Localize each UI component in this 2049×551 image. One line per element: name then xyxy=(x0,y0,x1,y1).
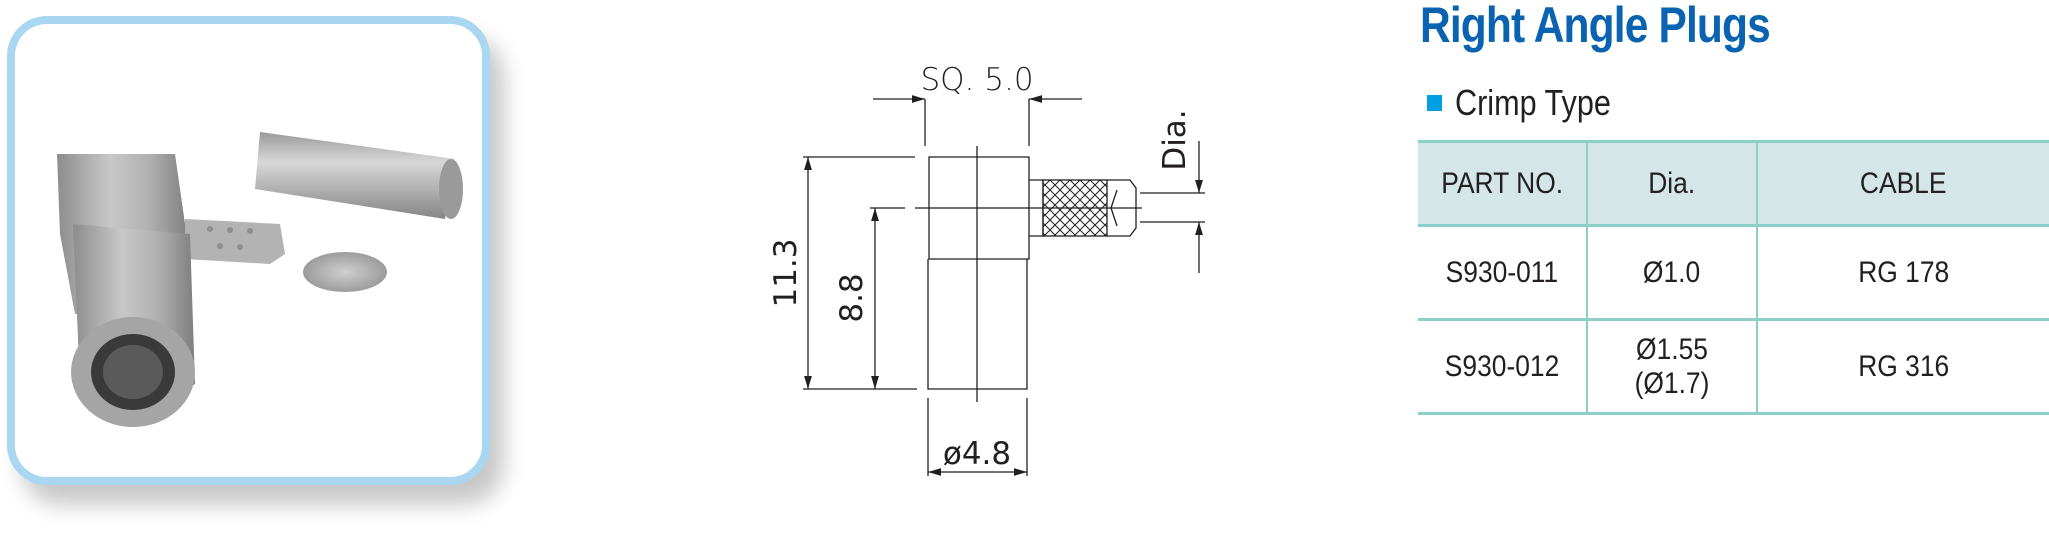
header-label: CABLE xyxy=(1860,166,1947,200)
cell-text: S930-011 xyxy=(1445,255,1559,289)
cell-cable: RG 178 xyxy=(1756,224,2049,321)
diameter-dimension-label: ø4.8 xyxy=(943,436,1011,472)
cell-part-no: S930-011 xyxy=(1418,224,1587,321)
table-row: S930-012 Ø1.55 (Ø1.7) RG 316 xyxy=(1418,318,2049,415)
header-dia: Dia. xyxy=(1586,140,1757,227)
height-dimension-label: 11.3 xyxy=(768,238,804,307)
header-label: PART NO. xyxy=(1441,166,1563,200)
connector-outline xyxy=(927,156,1137,390)
table-header-row: PART NO. Dia. CABLE xyxy=(1418,140,2049,227)
cable-dia-label: Dia. xyxy=(1157,109,1193,170)
section-heading: Crimp Type xyxy=(1427,82,1638,124)
page-title: Right Angle Plugs xyxy=(1420,0,1771,53)
cell-text: RG 316 xyxy=(1858,349,1949,383)
section-heading-text: Crimp Type xyxy=(1455,82,1611,123)
dimension-drawing: SQ. 5.0 11.3 8.8 Dia. ø4.8 xyxy=(768,62,1205,476)
bullet-square-icon xyxy=(1427,95,1442,111)
right-angle-plug-image xyxy=(57,132,463,427)
cell-part-no: S930-012 xyxy=(1418,318,1587,415)
cell-text: S930-012 xyxy=(1444,349,1560,383)
product-photo xyxy=(7,16,490,485)
cell-text: Ø1.0 xyxy=(1643,255,1701,289)
cell-dia: Ø1.0 xyxy=(1586,224,1757,321)
width-dimension-label: SQ. 5.0 xyxy=(920,62,1033,98)
cell-cable: RG 316 xyxy=(1756,318,2049,415)
header-cable: CABLE xyxy=(1756,140,2049,227)
header-label: Dia. xyxy=(1648,166,1696,200)
cell-dia: Ø1.55 (Ø1.7) xyxy=(1586,318,1757,415)
parts-table: PART NO. Dia. CABLE S930-011 Ø1.0 RG 178… xyxy=(1418,140,2049,415)
center-height-dimension-label: 8.8 xyxy=(834,273,870,322)
cell-text: RG 178 xyxy=(1858,255,1949,289)
table-row: S930-011 Ø1.0 RG 178 xyxy=(1418,224,2049,321)
cell-text: Ø1.55 (Ø1.7) xyxy=(1634,332,1710,400)
header-part-no: PART NO. xyxy=(1418,140,1587,227)
